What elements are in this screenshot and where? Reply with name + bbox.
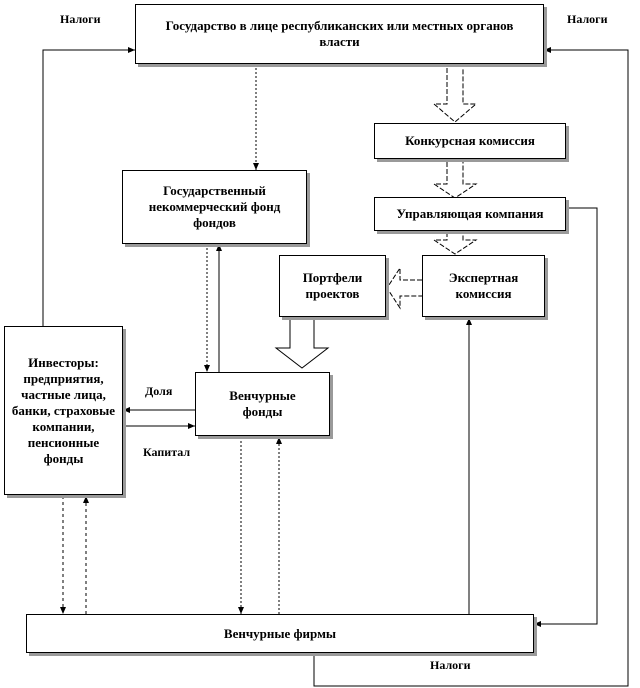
block-arrow-management-to-expert xyxy=(432,232,478,255)
state-box: Государство в лице республиканских или м… xyxy=(135,4,544,64)
expert-commission-box: Экспертная комиссия xyxy=(422,255,545,317)
block-arrow-state-to-competition xyxy=(432,68,478,123)
capital-label: Капитал xyxy=(143,445,191,459)
block-arrow-expert-to-portfolios xyxy=(386,266,422,310)
venture-funds-box: Венчурные фонды xyxy=(195,372,330,436)
project-portfolios-box: Портфели проектов xyxy=(279,255,386,317)
venture-firms-box: Венчурные фирмы xyxy=(26,614,534,653)
arrow-investor-taxes xyxy=(42,47,135,326)
arrow-firm-taxes xyxy=(313,47,629,687)
taxes-right-label: Налоги xyxy=(567,12,608,26)
block-arrow-competition-to-management xyxy=(432,162,478,199)
competition-commission-box: Конкурсная комиссия xyxy=(374,123,566,159)
investors-box: Инвесторы: предприятия, частные лица, ба… xyxy=(4,326,123,495)
block-arrow-portfolios-to-funds xyxy=(274,318,330,369)
state-fund-box: Государственный некоммерческий фонд фонд… xyxy=(122,170,307,244)
taxes-left-label: Налоги xyxy=(60,12,101,26)
taxes-bottom-label: Налоги xyxy=(430,658,471,672)
management-company-box: Управляющая компания xyxy=(374,197,566,231)
share-label: Доля xyxy=(145,384,173,398)
arrow-management-to-firms xyxy=(534,207,598,627)
